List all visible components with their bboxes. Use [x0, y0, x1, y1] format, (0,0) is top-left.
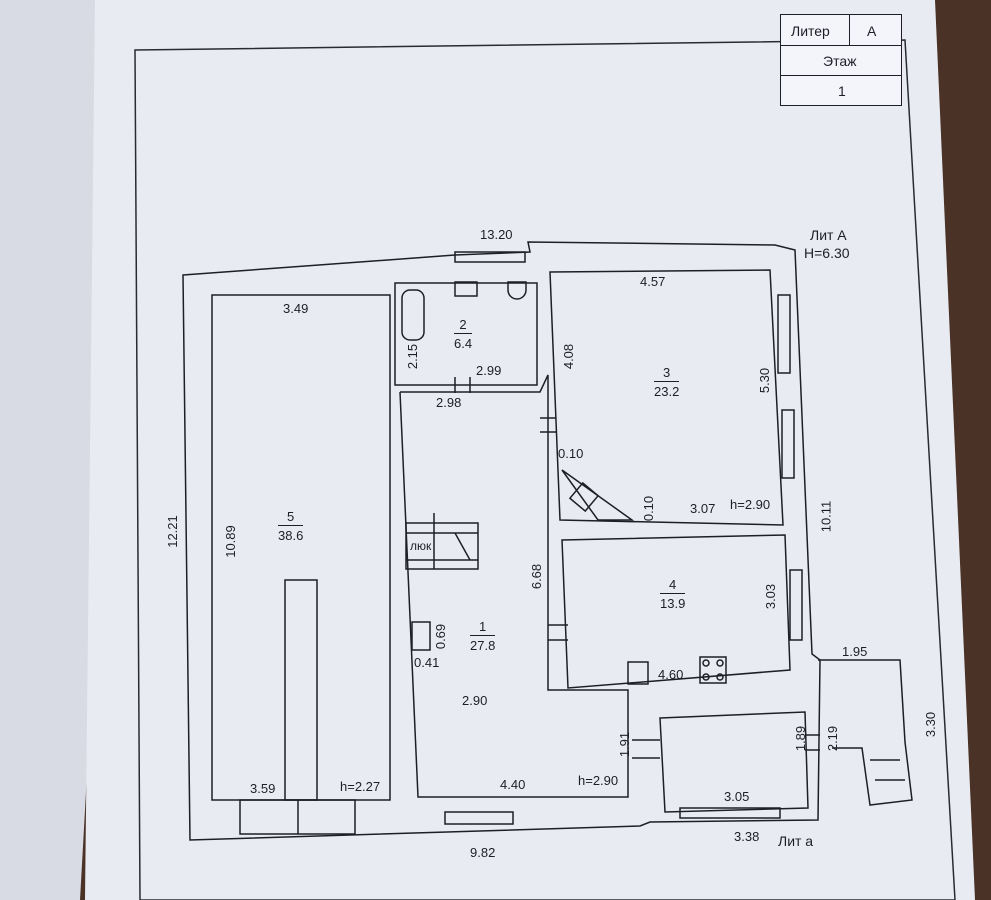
room-3-label: 3 23.2: [654, 366, 680, 399]
room-5-number: 5: [278, 510, 304, 526]
dim-r5-height: h=2.27: [340, 779, 381, 794]
lit-main-label: Лит А: [810, 227, 847, 243]
window-r3-b: [781, 409, 795, 479]
window-annex: [679, 807, 781, 819]
floor-label: Этаж: [823, 53, 857, 69]
stair-box: [405, 522, 479, 570]
room-4-label: 4 13.9: [660, 578, 686, 611]
room-1-outline: [399, 374, 629, 798]
dim-r5-side: 10.89: [222, 525, 238, 558]
dim-annex-left: 1.91: [617, 731, 633, 758]
room-5-label: 5 38.6: [278, 510, 304, 543]
annex-outline: [659, 711, 809, 813]
window-r4: [789, 569, 803, 641]
dim-r3-height: h=2.90: [730, 497, 771, 512]
dim-niche-width: 0.41: [414, 655, 440, 670]
window-bottom: [444, 811, 514, 825]
dim-annex-bottom: 3.05: [724, 789, 750, 804]
window-r3-a: [777, 294, 791, 374]
bathtub-symbol: [401, 289, 425, 341]
room-2-outline: [394, 282, 538, 386]
dim-niche-height: 0.69: [433, 623, 449, 650]
dim-r4-bottom: 4.60: [658, 667, 684, 682]
sink-symbol: [454, 281, 478, 297]
porch-outline: [818, 659, 913, 806]
title-block: Литер А Этаж 1: [780, 14, 902, 106]
dim-right-side: 10.11: [818, 500, 834, 533]
dim-r2-side: 2.15: [405, 343, 421, 370]
room-3-area: 23.2: [654, 384, 680, 399]
dim-chimney-b: 0.10: [641, 495, 657, 522]
dim-overall-left: 12.21: [164, 515, 180, 548]
stove-symbol-a: [627, 661, 649, 685]
window-top: [454, 251, 526, 263]
room-4-area: 13.9: [660, 596, 686, 611]
room-1-label: 1 27.8: [470, 620, 496, 653]
room-4-number: 4: [660, 578, 686, 594]
dim-r5-bottom: 3.59: [250, 781, 276, 796]
dim-overall-bottom: 9.82: [470, 845, 496, 860]
dim-r5-top: 3.49: [283, 301, 309, 316]
chimney-symbol: [568, 481, 600, 513]
outer-wall: [182, 241, 821, 841]
dim-porch-top: 1.95: [842, 644, 868, 659]
dim-r3-left: 4.08: [561, 343, 577, 370]
stair-hatch-label: люк: [410, 539, 432, 553]
niche-symbol: [411, 621, 431, 651]
liter-value: А: [867, 23, 877, 39]
room-2-area: 6.4: [454, 336, 473, 351]
height-main-label: H=6.30: [804, 245, 850, 261]
drawing-frame: [134, 39, 956, 900]
dim-r3-bottom: 3.07: [690, 501, 716, 516]
room-3-outline: [549, 269, 784, 526]
dim-r1-bottom: 4.40: [500, 777, 526, 792]
dim-r3-right: 5.30: [757, 367, 773, 394]
room-3-number: 3: [654, 366, 680, 382]
dim-overall-top: 13.20: [480, 227, 513, 242]
room-5-area: 38.6: [278, 528, 304, 543]
room-4-outline: [561, 534, 791, 689]
dim-r1-side: 6.68: [529, 563, 545, 590]
dim-chimney-a: 0.10: [558, 446, 584, 461]
toilet-symbol: [507, 281, 527, 300]
floor-value: 1: [838, 83, 846, 99]
room-2-label: 2 6.4: [454, 318, 473, 351]
dim-annex-wall: 2.19: [825, 725, 841, 752]
dim-r3-top: 4.57: [640, 274, 666, 289]
room-1-area: 27.8: [470, 638, 496, 653]
lit-annex-label: Лит а: [778, 833, 814, 849]
dim-r2-bottom: 2.99: [476, 363, 502, 378]
room-1-number: 1: [470, 620, 496, 636]
stove-symbol-b: [699, 656, 727, 684]
dim-annex-right: 1.89: [793, 725, 809, 752]
dim-r4-right: 3.03: [763, 583, 779, 610]
dim-r1-height: h=2.90: [578, 773, 619, 788]
dim-porch-side: 3.30: [923, 711, 939, 738]
room-2-number: 2: [454, 318, 473, 334]
dim-r1-mid: 2.90: [462, 693, 488, 708]
liter-label: Литер: [791, 23, 830, 39]
dim-r1-top: 2.98: [436, 395, 462, 410]
paper-page: [85, 0, 975, 900]
dim-annex-outer: 3.38: [734, 829, 760, 844]
